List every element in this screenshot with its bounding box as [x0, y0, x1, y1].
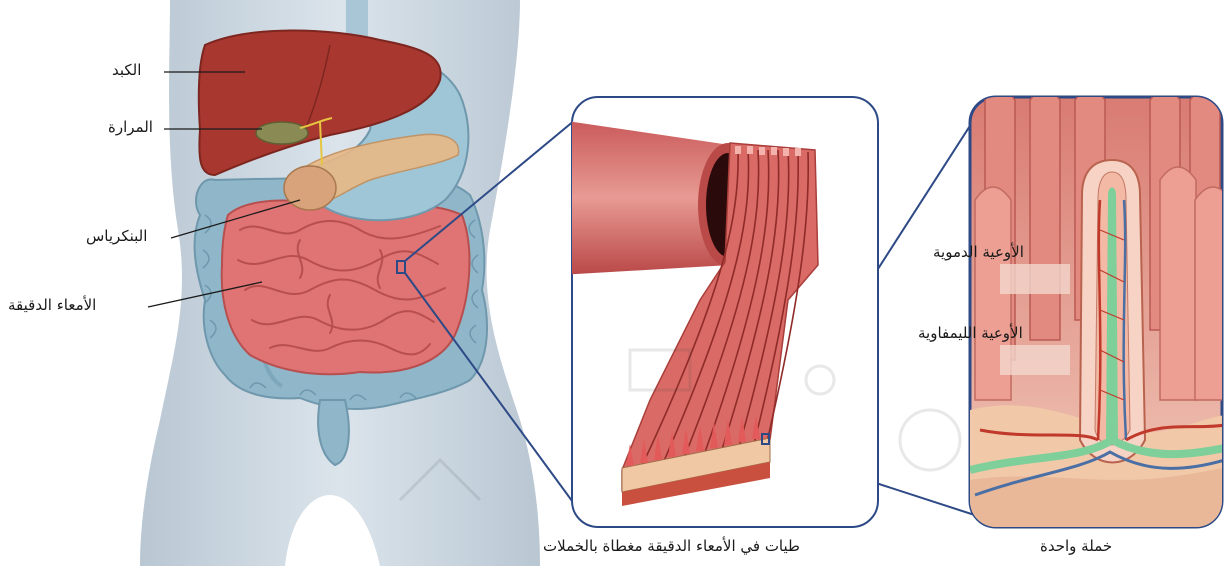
villus-panel [970, 90, 1225, 530]
label-liver: الكبد [112, 61, 141, 79]
duodenum [284, 166, 336, 210]
label-pancreas: البنكرياس [86, 227, 147, 245]
folds-panel [560, 97, 878, 527]
label-lymph-vessels: الأوعية الليمفاوية [918, 324, 1023, 342]
gallbladder [256, 122, 308, 144]
caption-folds: طيات في الأمعاء الدقيقة مغطاة بالخملات [543, 537, 800, 555]
label-gallbladder: المرارة [108, 118, 153, 136]
caption-villus: خملة واحدة [1040, 537, 1112, 555]
torso-illustration [140, 0, 540, 566]
label-small-intestine: الأمعاء الدقيقة [8, 296, 96, 314]
label-blood-vessels: الأوعية الدموية [933, 243, 1024, 261]
